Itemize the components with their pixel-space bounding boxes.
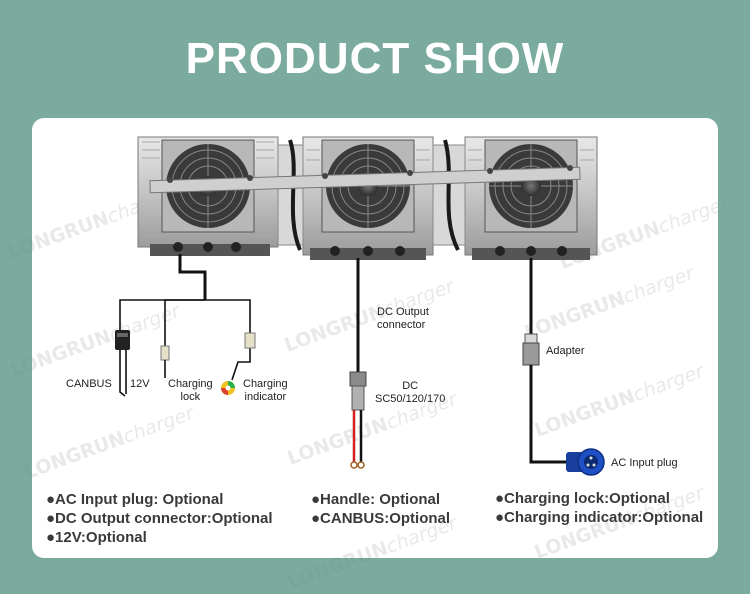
option-canbus: ●CANBUS:Optional — [311, 510, 451, 527]
charger-unit-left — [137, 136, 279, 256]
label-dc-output-connector: DC Output connector — [377, 306, 429, 331]
ac-input-plug — [566, 448, 605, 476]
label-12v: 12V — [130, 378, 150, 390]
canbus-connector — [115, 330, 130, 350]
option-dc-output-connector: ●DC Output connector:Optional — [46, 510, 273, 527]
option-12v: ●12V:Optional — [46, 529, 147, 546]
option-charging-lock: ●Charging lock:Optional — [495, 490, 670, 507]
charger-unit-right — [464, 136, 598, 260]
label-charging-lock: Charging lock — [168, 378, 213, 403]
page-title: PRODUCT SHOW — [185, 34, 565, 83]
label-charging-indicator: Charging indicator — [243, 378, 288, 403]
handle-bar — [149, 165, 581, 194]
option-ac-input-plug: ●AC Input plug: Optional — [46, 491, 224, 508]
label-canbus: CANBUS — [66, 378, 112, 390]
signal-harness — [119, 254, 251, 397]
option-charging-indicator: ●Charging indicator:Optional — [495, 509, 704, 526]
label-adapter: Adapter — [546, 345, 585, 357]
charging-lock-connector — [160, 345, 170, 378]
option-handle: ●Handle: Optional — [311, 491, 441, 508]
dc-output-cable — [349, 258, 367, 469]
label-dc-sc: DC SC50/120/170 — [375, 380, 446, 405]
charger-unit-middle — [302, 136, 434, 260]
ac-input-cable — [522, 258, 572, 464]
label-ac-input-plug: AC Input plug — [611, 457, 678, 469]
charging-indicator-connector — [221, 332, 256, 395]
